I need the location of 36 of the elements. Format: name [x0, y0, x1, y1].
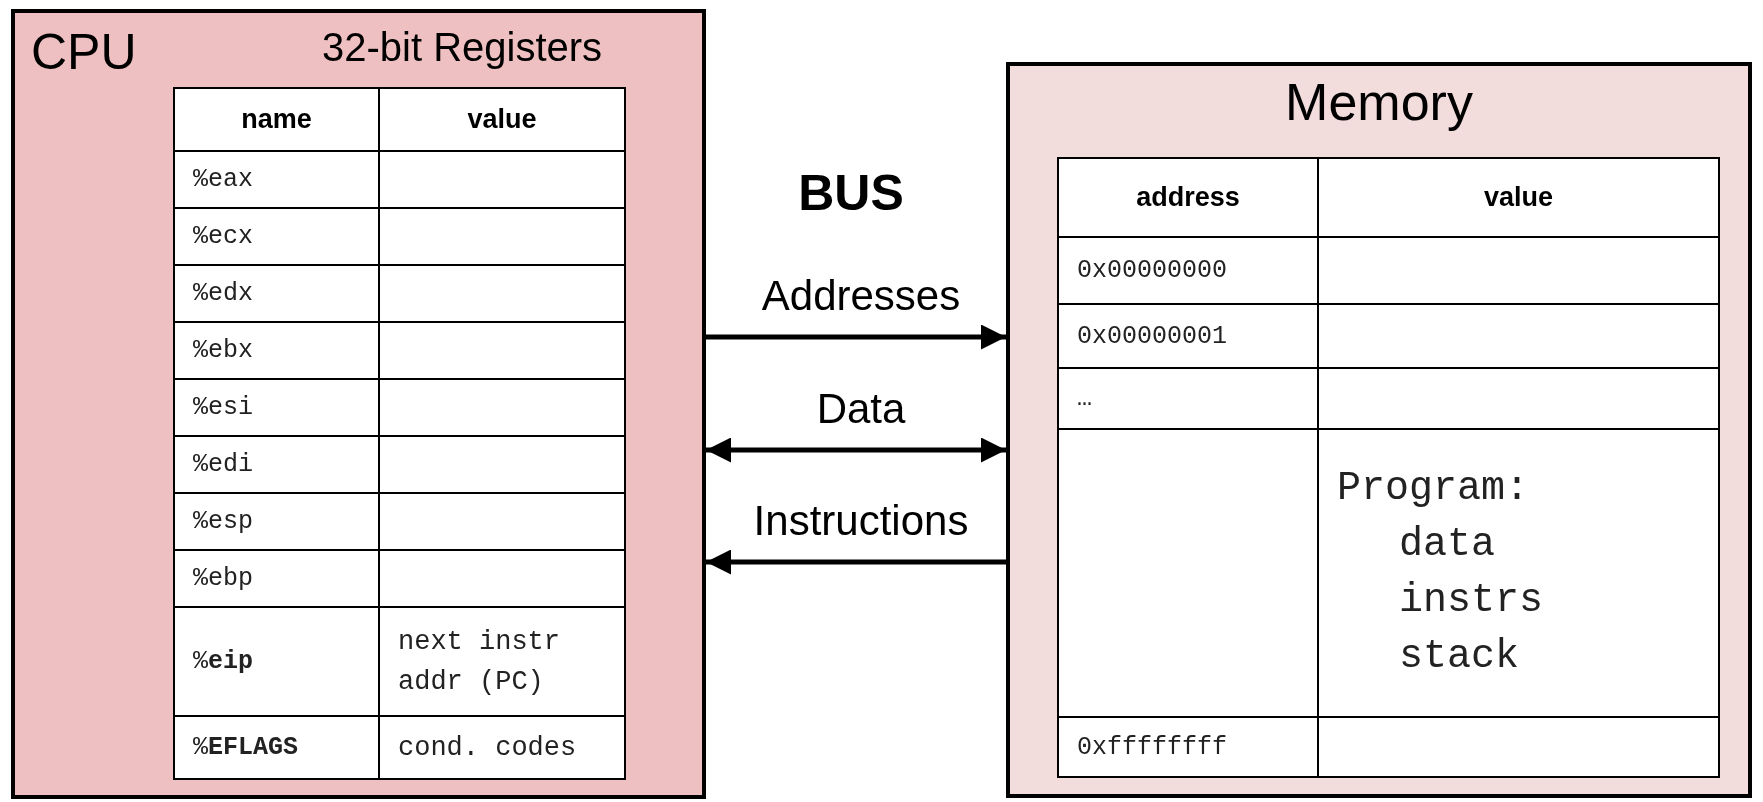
register-name: %eax [193, 165, 254, 194]
program-text: Program: [1337, 465, 1531, 513]
memory-box [1006, 62, 1752, 798]
column-header: address [1135, 182, 1241, 213]
program-text: stack [1398, 633, 1521, 681]
edge-label: Addresses [761, 272, 961, 320]
address-text: 0x00000000 [1077, 256, 1229, 285]
address-text: 0x00000001 [1077, 321, 1229, 351]
register-name: %esp [193, 507, 254, 536]
arrow [706, 549, 1006, 575]
column-header: value [1482, 182, 1554, 213]
address-text: … [1077, 384, 1093, 413]
register-name: %edi [193, 450, 254, 479]
register-value: next instr addr (PC) [398, 625, 562, 699]
address-text: 0xffffffff [1077, 732, 1229, 762]
cpu-heading: CPU [31, 23, 137, 81]
register-name: %edx [193, 279, 254, 308]
program-text: instrs [1398, 577, 1545, 625]
register-name: %ebx [193, 336, 254, 365]
arrow [706, 324, 1006, 350]
column-header: value [466, 104, 538, 135]
register-name: %eip [193, 647, 255, 676]
cpu-box [11, 9, 706, 799]
program-text: data [1398, 521, 1496, 569]
register-name: %EFLAGS [193, 733, 300, 762]
column-header: name [240, 104, 313, 135]
register-name: %ecx [193, 222, 254, 251]
arrow [706, 437, 1006, 463]
table-heading: 32-bit Registers [322, 25, 603, 70]
edge-label: Instructions [753, 497, 969, 545]
register-value: cond. codes [398, 732, 578, 763]
bus-title: BUS [798, 164, 904, 222]
memory-heading: Memory [1284, 72, 1474, 132]
register-name: %ebp [193, 564, 254, 593]
register-name: %esi [193, 393, 254, 422]
edge-label: Data [816, 385, 906, 433]
